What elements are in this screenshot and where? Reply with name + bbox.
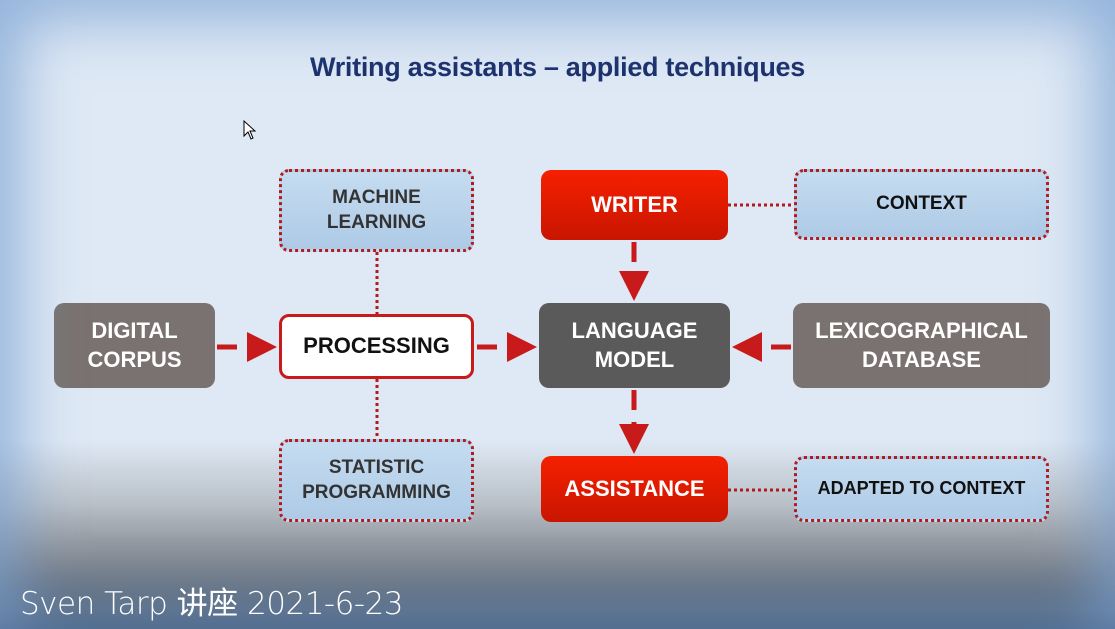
- node-context: CONTEXT: [794, 169, 1049, 240]
- mouse-cursor-icon: [243, 120, 257, 140]
- node-lexicographical-database: LEXICOGRAPHICAL DATABASE: [793, 303, 1050, 388]
- node-processing: PROCESSING: [279, 314, 474, 379]
- node-language-model: LANGUAGE MODEL: [539, 303, 730, 388]
- node-digital-corpus: DIGITAL CORPUS: [54, 303, 215, 388]
- node-adapted-to-context: ADAPTED TO CONTEXT: [794, 456, 1049, 522]
- node-assistance: ASSISTANCE: [541, 456, 728, 522]
- node-writer: WRITER: [541, 170, 728, 240]
- node-machine-learning: MACHINE LEARNING: [279, 169, 474, 252]
- node-statistic-programming: STATISTIC PROGRAMMING: [279, 439, 474, 522]
- slide-title: Writing assistants – applied techniques: [310, 52, 805, 82]
- video-caption: Sven Tarp 讲座 2021-6-23: [20, 586, 403, 622]
